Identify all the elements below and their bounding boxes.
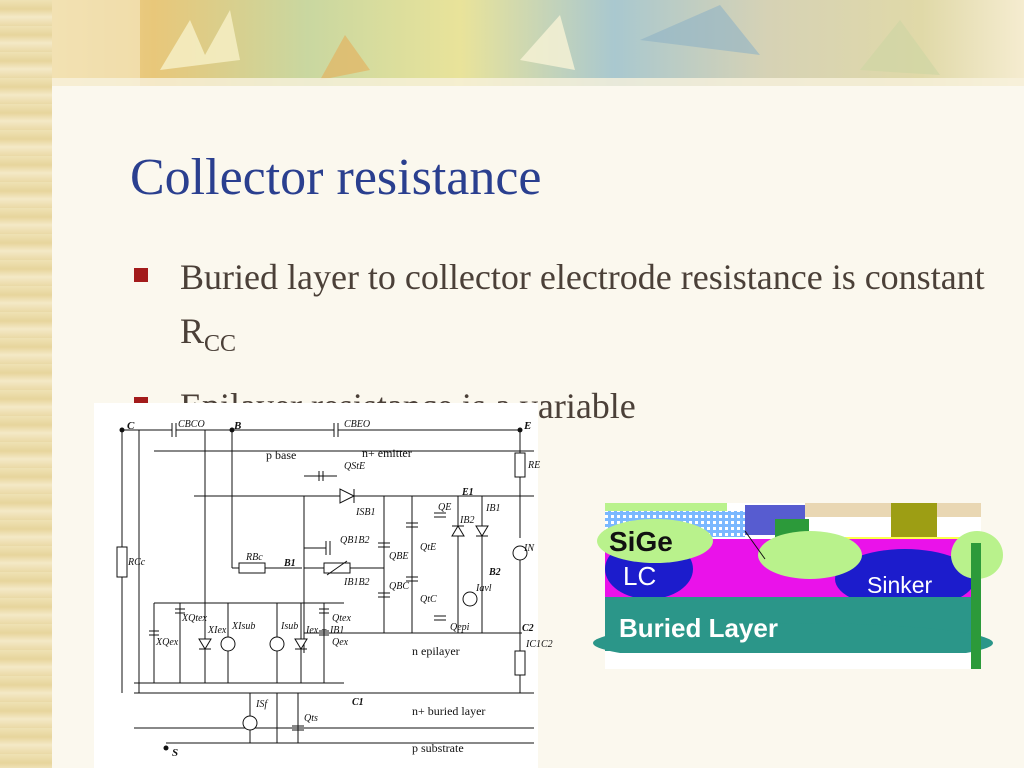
component-label: Qtex: [332, 613, 351, 624]
component-label: IC1C2: [525, 639, 553, 650]
component-label: RE: [527, 460, 540, 471]
terminal-label: S: [172, 747, 178, 759]
region-label: n+ buried layer: [412, 704, 485, 718]
component-label: IN: [523, 543, 535, 554]
component-label: Qepi: [450, 622, 470, 633]
node-label: B1: [283, 558, 296, 569]
component-label: Iavl: [475, 583, 492, 594]
component-label: QtC: [420, 594, 437, 605]
component-label: Isub: [280, 621, 298, 632]
component-label: XIsub: [231, 621, 255, 632]
component-label: QtE: [420, 542, 436, 553]
terminal-label: B: [233, 420, 241, 432]
component-label: RCc: [127, 557, 146, 568]
region-label: n+ emitter: [362, 446, 412, 460]
component-label: CBCO: [178, 419, 205, 430]
node-label: E1: [461, 487, 474, 498]
bullet-item: Buried layer to collector electrode resi…: [128, 250, 1008, 371]
decorative-banner: [0, 0, 1024, 86]
component-label: IB2: [459, 515, 474, 526]
component-label: XIex: [207, 625, 227, 636]
equivalent-circuit-figure: C B E S B1 B2 E1 C1 C2 CBCO CBEO RCc RBc…: [94, 403, 553, 768]
terminal-label: E: [523, 420, 531, 432]
component-label: IB1B2: [343, 577, 370, 588]
component-label: XQtex: [181, 613, 208, 624]
component-label: QBC: [389, 581, 409, 592]
component-label: XQex: [155, 637, 179, 648]
component-label: QBE: [389, 551, 408, 562]
component-label: QStE: [344, 461, 365, 472]
lc-label: LC: [623, 561, 656, 591]
bullet-square-icon: [134, 268, 148, 282]
slide-title: Collector resistance: [130, 149, 542, 206]
component-label: IB1: [485, 503, 500, 514]
component-label: QE: [438, 502, 451, 513]
region-label: n epilayer: [412, 644, 460, 658]
bullet-text: Buried layer to collector electrode resi…: [180, 257, 985, 351]
component-label: CBEO: [344, 419, 370, 430]
sinker-label: Sinker: [867, 572, 933, 598]
banner-artwork: [0, 0, 1024, 86]
bullet-subscript: CC: [204, 331, 237, 358]
device-cross-section-figure: SiGe LC Sinker Buried Layer: [593, 503, 1003, 669]
component-label: Iex + IB1: [305, 625, 344, 636]
node-label: C2: [522, 623, 534, 634]
region-label: p substrate: [412, 741, 464, 755]
component-label: ISB1: [355, 507, 375, 518]
component-label: RBc: [245, 552, 263, 563]
node-label: B2: [488, 567, 501, 578]
component-label: Qex: [332, 637, 349, 648]
component-label: Qts: [304, 713, 318, 724]
equivalent-circuit-diagram: C B E S B1 B2 E1 C1 C2 CBCO CBEO RCc RBc…: [116, 419, 553, 759]
node-label: C1: [352, 697, 364, 708]
component-label: QB1B2: [340, 535, 369, 546]
cross-section-diagram: SiGe LC Sinker Buried Layer: [593, 503, 1003, 669]
terminal-label: C: [127, 420, 135, 432]
buried-layer-label: Buried Layer: [619, 613, 778, 643]
decorative-left-strip: [0, 0, 52, 768]
region-label: p base: [266, 448, 296, 462]
component-label: ISf: [255, 699, 268, 710]
sige-label: SiGe: [609, 526, 673, 557]
